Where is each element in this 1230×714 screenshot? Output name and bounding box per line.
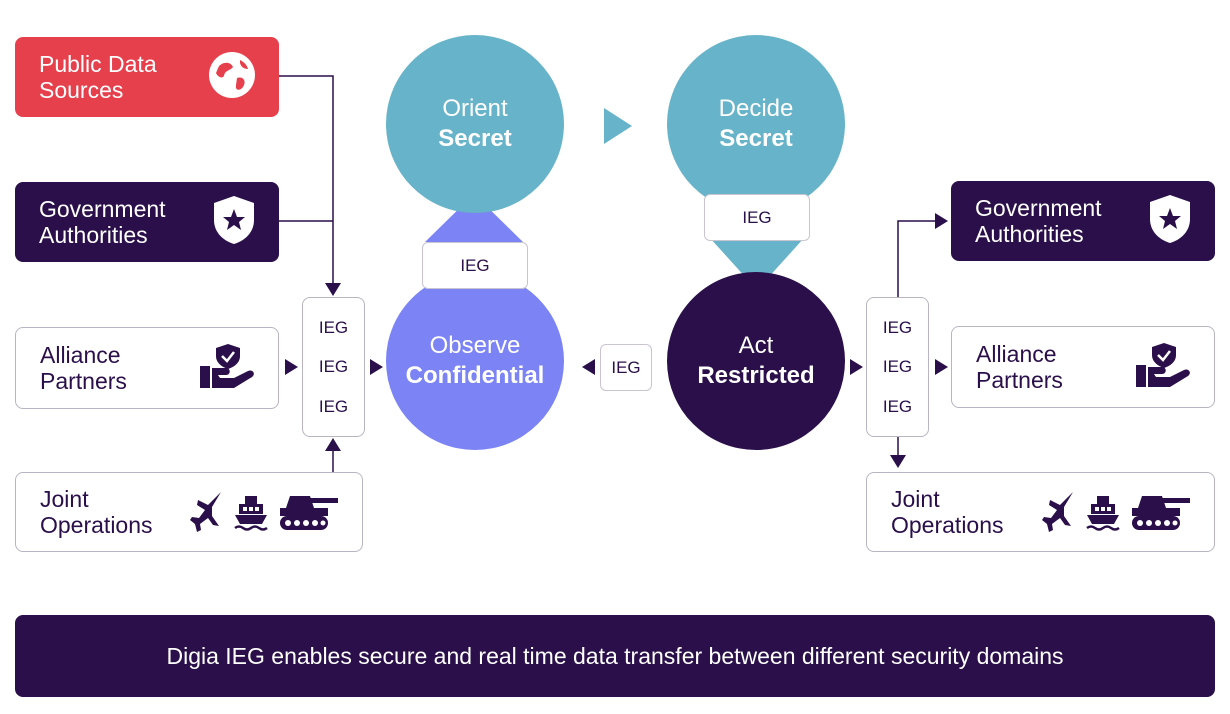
shield-star-icon (211, 194, 257, 251)
military-icons (188, 490, 340, 534)
arrow-down-icon (325, 283, 341, 296)
arrow-down-icon (890, 455, 906, 468)
alliance-partners-left-label: Alliance Partners (40, 342, 127, 394)
alliance-partners-right-label: Alliance Partners (976, 341, 1063, 393)
ieg-label: IEG (882, 357, 913, 376)
observe-to-orient-arrow-icon (425, 194, 523, 242)
arrow-right-icon (370, 359, 383, 375)
ieg-label: IEG (318, 357, 349, 376)
ieg-label: IEG (460, 255, 490, 275)
public-data-sources-box: Public Data Sources (15, 37, 279, 117)
decide-classification: Secret (719, 125, 793, 152)
act-to-observe-ieg: IEG (600, 344, 652, 391)
arrow-right-icon (935, 359, 948, 375)
shield-star-icon (1147, 193, 1193, 250)
observe-to-orient-ieg: IEG (422, 242, 528, 289)
ieg-label: IEG (882, 317, 913, 337)
decide-circle: Decide Secret (667, 35, 845, 213)
alliance-partners-right-box: Alliance Partners (951, 326, 1215, 408)
observe-circle: Observe Confidential (386, 272, 564, 450)
footer-banner: Digia IEG enables secure and real time d… (15, 615, 1215, 697)
arrow-right-icon (285, 359, 298, 375)
joint-operations-right-box: Joint Operations (866, 472, 1215, 552)
ieg-label: IEG (318, 317, 349, 337)
military-icons (1040, 490, 1192, 534)
jet-icon (1042, 492, 1073, 532)
act-title: Act (738, 332, 774, 359)
joint-operations-left-label: Joint Operations (40, 486, 153, 538)
tank-icon (1132, 496, 1190, 530)
act-circle: Act Restricted (667, 272, 845, 450)
arrow-right-icon (935, 213, 948, 229)
ieg-label: IEG (742, 207, 772, 227)
orient-classification: Secret (438, 125, 512, 152)
orient-to-decide-arrow-icon (604, 108, 632, 144)
ieg-label: IEG (318, 396, 349, 416)
hand-shield-icon (198, 342, 256, 395)
hand-shield-icon (1134, 341, 1192, 394)
alliance-partners-left-box: Alliance Partners (15, 327, 279, 409)
observe-classification: Confidential (405, 362, 545, 389)
jet-icon (190, 492, 221, 532)
government-authorities-left-label: Government Authorities (39, 196, 166, 248)
arrow-left-icon (582, 359, 595, 375)
orient-title: Orient (442, 95, 508, 122)
public-data-sources-label: Public Data Sources (39, 51, 157, 103)
ship-icon (1086, 496, 1120, 531)
joint-operations-right-label: Joint Operations (891, 486, 1004, 538)
ieg-label: IEG (611, 357, 641, 377)
globe-icon (207, 50, 257, 105)
orient-circle: Orient Secret (386, 35, 564, 213)
right-ieg-stack: IEG IEG IEG (866, 297, 929, 437)
tank-icon (280, 496, 338, 530)
ieg-label: IEG (882, 396, 913, 416)
decide-title: Decide (718, 95, 794, 122)
banner-text: Digia IEG enables secure and real time d… (166, 642, 1064, 669)
government-authorities-right-box: Government Authorities (951, 181, 1215, 261)
government-authorities-right-label: Government Authorities (975, 195, 1102, 247)
joint-operations-left-box: Joint Operations (15, 472, 363, 552)
left-ieg-stack: IEG IEG IEG (302, 297, 365, 437)
decide-to-act-ieg: IEG (704, 194, 810, 241)
arrow-up-icon (325, 438, 341, 451)
arrow-right-icon (850, 359, 863, 375)
government-authorities-left-box: Government Authorities (15, 182, 279, 262)
ship-icon (234, 496, 268, 531)
act-classification: Restricted (697, 362, 815, 389)
observe-title: Observe (429, 332, 521, 359)
decide-to-act-arrow-icon (710, 238, 804, 290)
